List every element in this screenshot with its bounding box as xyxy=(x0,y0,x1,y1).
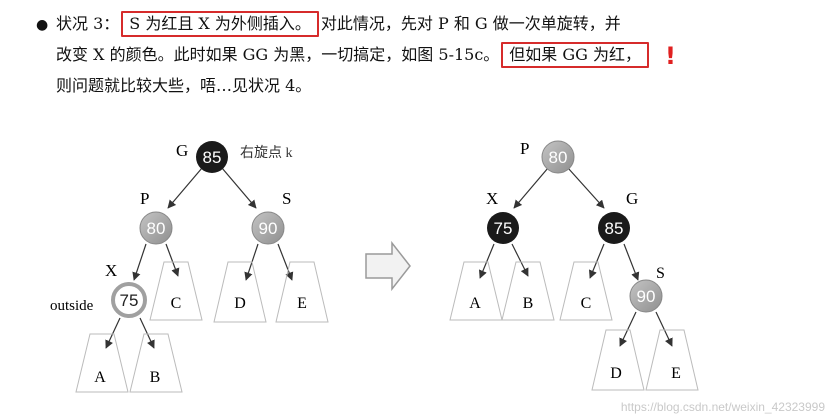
label-x-r: X xyxy=(486,189,498,208)
subtree-a-label: A xyxy=(94,369,106,386)
node-g-r xyxy=(598,212,630,244)
label-g: G xyxy=(176,141,188,160)
subtree-e-shape xyxy=(275,261,329,323)
node-g-r-value: 85 xyxy=(605,219,624,238)
node-x xyxy=(111,282,147,318)
subtree-c-label: C xyxy=(171,295,182,312)
subtree-d-shape-r xyxy=(591,329,645,391)
node-g xyxy=(196,141,228,173)
subtree-a-label-r: A xyxy=(469,295,481,312)
label-p: P xyxy=(140,189,149,208)
subtree-b-shape xyxy=(129,333,183,393)
highlight-box-2: 但如果 GG 为红， xyxy=(501,42,650,68)
edge-x-a xyxy=(105,317,121,349)
text-line-1: ● 状况 3：S 为红且 X 为外侧插入。对此情况，先对 P 和 G 做一次单旋转… xyxy=(36,8,816,39)
node-p-r xyxy=(541,140,575,174)
edge-s-d-r xyxy=(619,311,637,347)
node-x-r-value: 75 xyxy=(494,219,513,238)
subtree-d-label-r: D xyxy=(610,365,622,382)
node-s-value: 90 xyxy=(259,219,278,238)
explanation-text: ● 状况 3：S 为红且 X 为外侧插入。对此情况，先对 P 和 G 做一次单旋转… xyxy=(36,8,816,101)
line2-text: 改变 X 的颜色。此时如果 GG 为黑，一切搞定，如图 5-15c。 xyxy=(56,45,500,64)
subtree-a-shape xyxy=(75,333,129,393)
subtree-c-label-r: C xyxy=(581,295,592,312)
node-p-value: 80 xyxy=(147,219,166,238)
label-x: X xyxy=(105,261,117,280)
right-tree: A B C D E 80 75 85 90 P X G S xyxy=(449,139,699,391)
subtree-b-label: B xyxy=(150,369,161,386)
bullet-icon: ● xyxy=(36,17,49,33)
left-tree: C D E A B 85 80 90 75 G P S X outside 右旋… xyxy=(50,141,329,393)
label-p-r: P xyxy=(520,139,529,158)
edge-p-c xyxy=(165,243,180,277)
node-s-r xyxy=(629,279,663,313)
subtree-e-shape-r xyxy=(645,329,699,391)
right-arrow-icon xyxy=(365,240,411,292)
edge-g-s xyxy=(221,167,257,209)
edge-x-b-r xyxy=(511,243,529,277)
subtree-e-label-r: E xyxy=(671,365,681,382)
label-s-r: S xyxy=(656,265,665,282)
edge-s-e xyxy=(277,243,294,281)
edge-x-a-r xyxy=(478,243,495,279)
subtree-b-label-r: B xyxy=(523,295,534,312)
node-x-r xyxy=(487,212,519,244)
highlight-box-1: S 为红且 X 为外侧插入。 xyxy=(121,11,319,37)
label-g-r: G xyxy=(626,189,638,208)
node-x-value: 75 xyxy=(120,291,139,310)
watermark: https://blog.csdn.net/weixin_42323999 xyxy=(620,400,825,414)
subtree-e-label: E xyxy=(297,295,307,312)
node-s-r-value: 90 xyxy=(637,287,656,306)
edge-s-e-r xyxy=(655,311,673,347)
edge-p-g-r xyxy=(567,167,605,209)
exclaim-mark: ! xyxy=(665,42,676,70)
node-g-value: 85 xyxy=(203,148,222,167)
edge-p-x-r xyxy=(513,167,549,209)
subtree-c-shape-r xyxy=(559,261,613,321)
line1-rest: 对此情况，先对 P 和 G 做一次单旋转，并 xyxy=(320,14,621,33)
line3-text: 则问题就比较大些，唔…见状况 4。 xyxy=(56,76,312,95)
edge-p-x xyxy=(132,243,147,281)
node-p xyxy=(139,211,173,245)
subtree-c-shape xyxy=(149,261,203,321)
label-s: S xyxy=(282,189,291,208)
subtree-d-shape xyxy=(213,261,267,323)
edge-x-b xyxy=(139,317,155,349)
edge-g-c-r xyxy=(588,243,605,279)
case-prefix: 状况 3： xyxy=(56,14,120,33)
subtree-d-label: D xyxy=(234,295,246,312)
subtree-b-shape-r xyxy=(501,261,555,321)
edge-g-p xyxy=(167,167,203,209)
edge-g-s-r xyxy=(623,243,640,281)
node-p-r-value: 80 xyxy=(549,148,568,167)
label-outside: outside xyxy=(50,298,94,314)
node-s xyxy=(251,211,285,245)
text-line-2: 改变 X 的颜色。此时如果 GG 为黑，一切搞定，如图 5-15c。但如果 GG… xyxy=(36,39,816,70)
rotation-annotation: 右旋点 k xyxy=(240,145,293,161)
text-line-3: 则问题就比较大些，唔…见状况 4。 xyxy=(36,70,816,101)
